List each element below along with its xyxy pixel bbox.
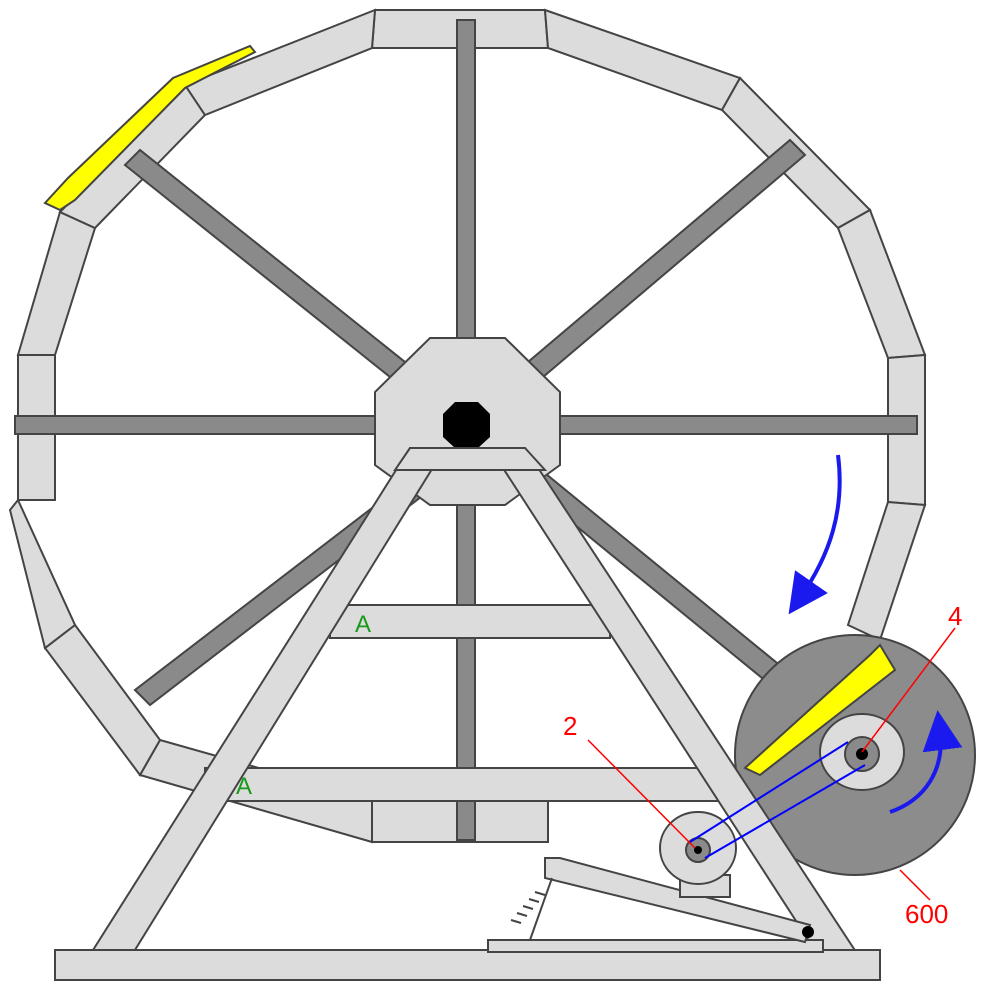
yellow-paddle-top	[43, 44, 257, 212]
belt	[689, 741, 866, 859]
yellow-paddle-bottom	[743, 643, 897, 777]
wheel-spokes	[14, 19, 918, 841]
spring	[510, 877, 553, 941]
motor-base-plate	[487, 939, 824, 953]
leader-lines	[587, 627, 956, 901]
label-pulley-large: 4	[948, 601, 962, 631]
frame-top-bar	[393, 447, 548, 471]
label-crossbar-upper: A	[355, 611, 371, 638]
curved-arrow-clockwise-icon	[788, 454, 842, 615]
label-crossbar-lower: A	[236, 773, 252, 800]
axle-hub	[443, 402, 490, 448]
label-pulley-small: 2	[563, 711, 577, 741]
pulley-small-axle	[694, 846, 702, 854]
frame-leg-left	[86, 447, 447, 959]
frame-base	[54, 949, 881, 981]
pulley-large-axle	[856, 748, 868, 760]
curved-arrow-counterclockwise-icon	[889, 710, 963, 814]
lever-pivot	[802, 926, 814, 938]
crossbar-lower	[204, 767, 726, 802]
label-drum: 600	[905, 899, 948, 929]
crossbar-upper	[329, 604, 611, 639]
